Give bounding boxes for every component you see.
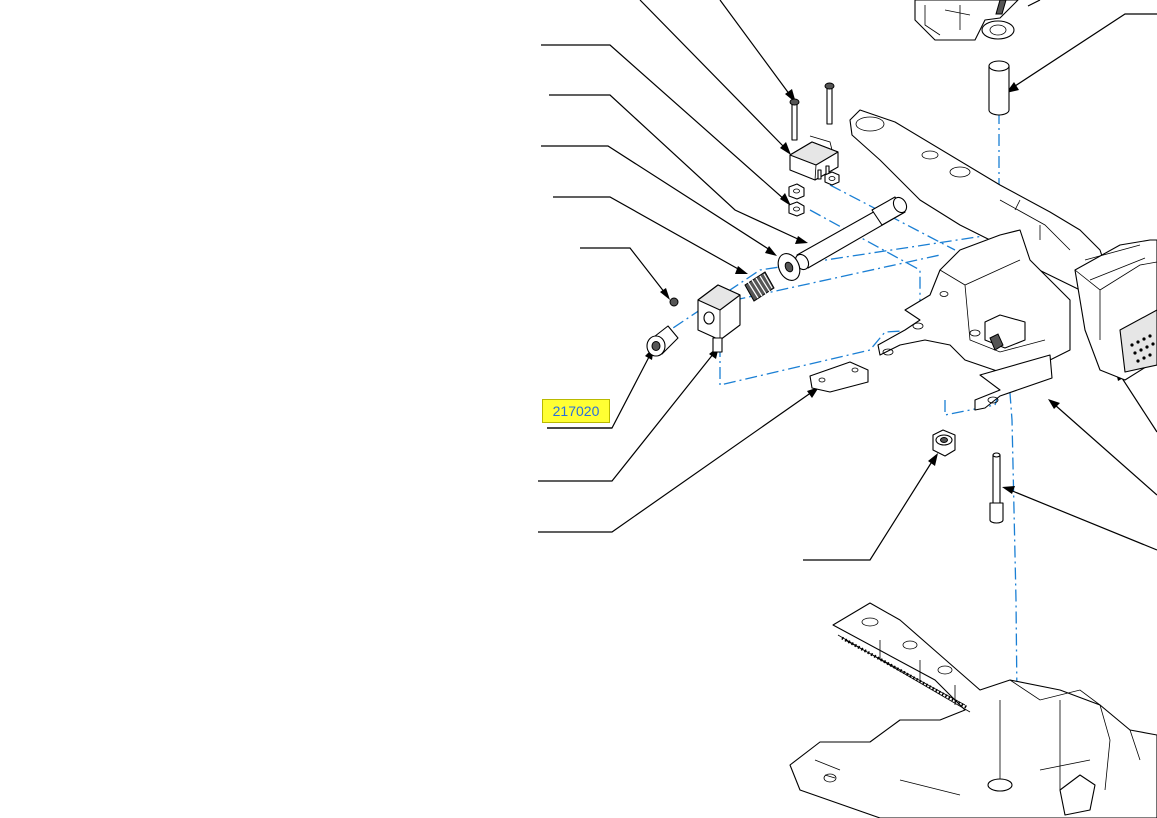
square-block xyxy=(697,284,741,353)
leader-pin xyxy=(549,94,801,241)
small-nuts xyxy=(788,171,840,217)
spring xyxy=(744,271,775,302)
leader-screw-top xyxy=(719,0,791,96)
leader-top-right-2 xyxy=(1027,0,1041,7)
leader-top-right xyxy=(1011,13,1157,89)
leader-switch xyxy=(639,0,786,149)
base-housing xyxy=(789,602,1157,818)
set-screw xyxy=(669,297,679,307)
leader-bracket-small xyxy=(538,391,813,533)
vent-grill xyxy=(1119,309,1157,373)
leader-locknut xyxy=(803,459,934,561)
leader-right-upper xyxy=(1119,374,1157,433)
long-bolt xyxy=(989,452,1004,524)
leader-washer xyxy=(541,145,771,251)
washer xyxy=(777,253,801,281)
leader-block xyxy=(538,352,715,482)
leader-spring xyxy=(553,196,741,271)
spacer-tube xyxy=(988,60,1010,116)
collar xyxy=(646,325,679,357)
leader-nut-small xyxy=(541,44,786,201)
leader-setscrew xyxy=(580,247,666,294)
motor-unit-top xyxy=(914,0,1019,41)
leader-right-low xyxy=(1009,489,1157,551)
main-bracket xyxy=(877,229,1071,411)
lock-nut xyxy=(932,429,956,457)
motor-housing-right xyxy=(1074,239,1157,381)
micro-switch xyxy=(789,135,839,181)
small-bracket xyxy=(809,361,869,393)
leader-right-mid xyxy=(1054,404,1157,496)
part-number-callout[interactable]: 217020 xyxy=(542,399,610,423)
pivot-pin xyxy=(794,196,908,271)
screws-switch xyxy=(789,82,835,141)
